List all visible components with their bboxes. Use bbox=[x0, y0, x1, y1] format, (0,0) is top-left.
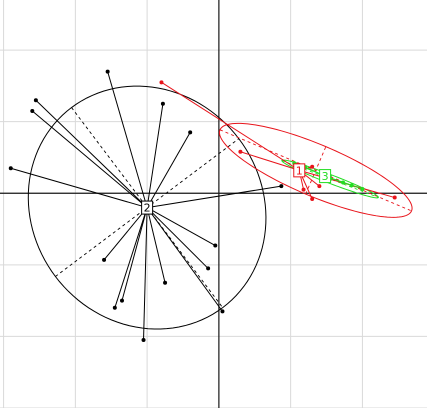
point-group-2 bbox=[112, 305, 117, 310]
data-points bbox=[8, 69, 397, 342]
point-group-1 bbox=[238, 149, 243, 154]
point-group-1 bbox=[310, 196, 315, 201]
point-group-2 bbox=[8, 166, 13, 171]
point-group-3 bbox=[349, 183, 354, 188]
point-group-2 bbox=[163, 280, 168, 285]
point-group-1 bbox=[301, 187, 306, 192]
point-group-2 bbox=[102, 257, 107, 262]
group-label-box-2 bbox=[141, 200, 154, 215]
centroid-spokes bbox=[10, 71, 395, 341]
point-group-2 bbox=[30, 108, 35, 113]
spoke-group-2 bbox=[35, 99, 148, 208]
spoke-group-1 bbox=[161, 81, 300, 171]
point-group-1 bbox=[317, 184, 322, 189]
point-group-2 bbox=[279, 184, 284, 189]
point-group-1 bbox=[159, 80, 164, 85]
group-label-1: 1 bbox=[296, 164, 303, 177]
point-group-2 bbox=[33, 98, 38, 103]
point-group-1 bbox=[310, 164, 315, 169]
point-group-2 bbox=[105, 69, 110, 74]
spoke-group-2 bbox=[121, 207, 148, 301]
spoke-group-2 bbox=[146, 207, 223, 312]
spoke-group-1 bbox=[240, 151, 300, 171]
spoke-group-2 bbox=[146, 207, 166, 283]
point-group-2 bbox=[141, 338, 146, 342]
point-group-2 bbox=[160, 101, 165, 106]
spoke-group-2 bbox=[146, 207, 216, 246]
spoke-group-2 bbox=[146, 207, 209, 269]
spoke-group-2 bbox=[147, 185, 282, 209]
group-label-2: 2 bbox=[144, 202, 151, 215]
point-group-3 bbox=[341, 180, 346, 185]
point-group-2 bbox=[220, 309, 225, 314]
spoke-group-2 bbox=[146, 103, 164, 208]
point-group-1 bbox=[392, 195, 397, 200]
ellipse-axis-group-1-minor bbox=[305, 146, 327, 195]
group-label-3: 3 bbox=[322, 170, 329, 183]
point-group-2 bbox=[120, 298, 124, 303]
spoke-group-2 bbox=[143, 207, 148, 341]
point-group-2 bbox=[188, 130, 193, 135]
spoke-group-2 bbox=[107, 71, 148, 208]
point-group-3 bbox=[360, 186, 365, 191]
ellipse-axis-group-3-major bbox=[281, 160, 379, 198]
spoke-group-2 bbox=[103, 207, 148, 261]
group-labels: 2 1 3 bbox=[141, 163, 332, 215]
group-label-box-1 bbox=[293, 163, 306, 178]
spoke-group-2 bbox=[31, 110, 148, 208]
point-group-2 bbox=[206, 266, 211, 271]
group-label-box-3 bbox=[319, 169, 332, 184]
point-group-2 bbox=[213, 243, 218, 248]
spoke-group-2 bbox=[146, 132, 191, 208]
spoke-group-2 bbox=[10, 167, 148, 209]
spoke-group-2 bbox=[114, 207, 148, 308]
confidence-ellipses bbox=[27, 85, 413, 330]
